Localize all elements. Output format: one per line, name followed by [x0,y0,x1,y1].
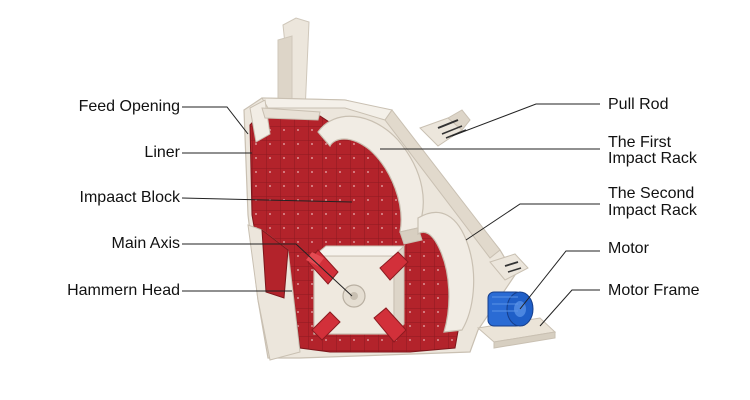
leader-pull-rod [451,103,600,137]
lower-housing [247,224,301,361]
label-impact-block: Impaact Block [79,189,180,206]
motor [487,291,534,327]
second-rack-adjuster [489,253,529,281]
label-hammer-head: Hammern Head [67,282,180,299]
leader-main-axis [182,243,353,297]
label-motor: Motor [608,240,649,257]
label-liner: Liner [144,144,180,161]
second-impact-rack [417,211,475,333]
label-second-rack-line2: Impact Rack [608,202,697,219]
leader-second-rack [465,203,600,241]
label-pull-rod: Pull Rod [608,96,669,113]
label-second-rack-line1: The Second [608,185,695,202]
label-feed-opening: Feed Opening [78,98,180,115]
leader-lines [181,103,600,327]
leader-impact-block [181,197,353,203]
leader-motor-frame [539,289,600,327]
leader-feed-opening [182,106,249,135]
label-motor-frame: Motor Frame [608,282,700,299]
pull-rod-assembly [419,109,471,147]
feed-opening-plate [249,99,321,143]
label-first-rack-line2: Impact Rack [608,150,697,167]
label-main-axis: Main Axis [111,235,180,252]
label-first-rack-line1: The First [608,134,672,151]
leader-motor [519,250,600,310]
